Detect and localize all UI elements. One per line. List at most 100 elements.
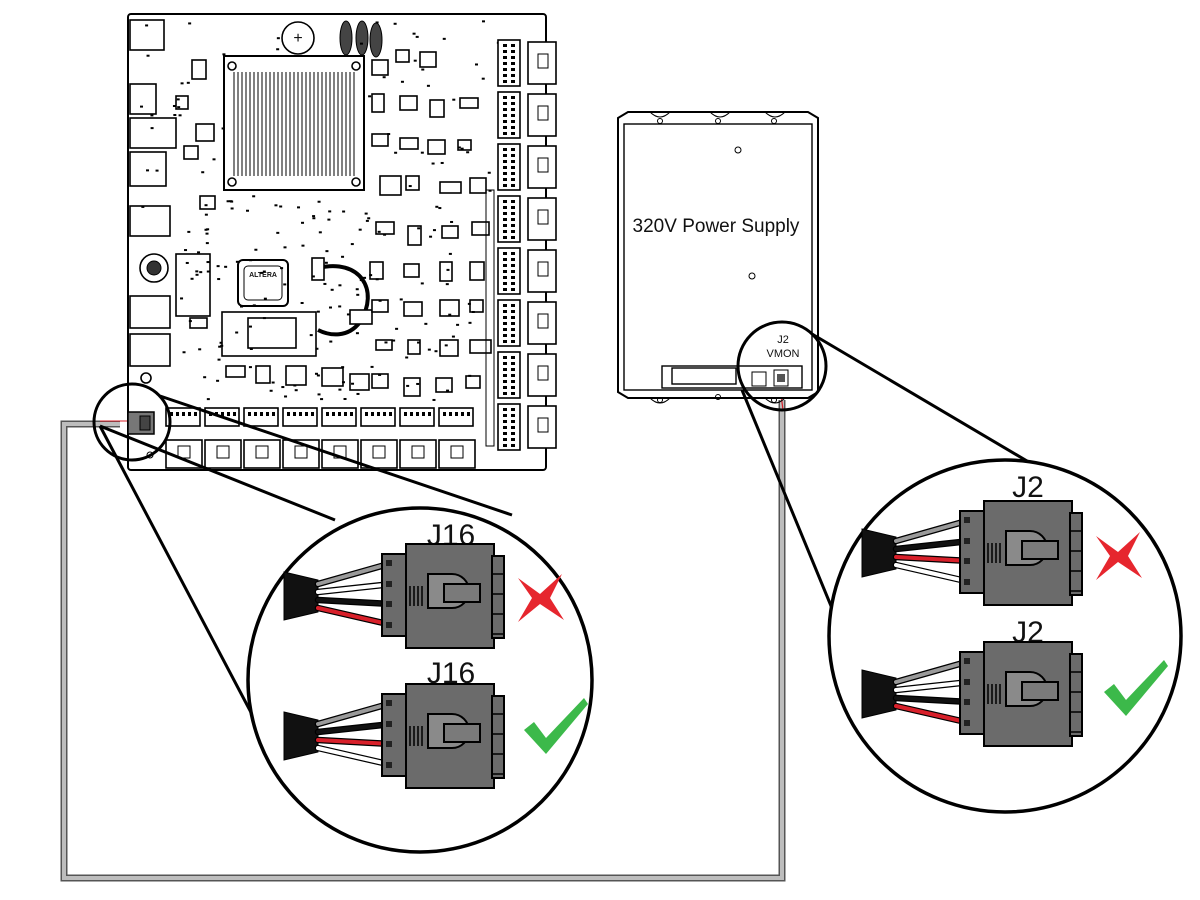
wire-gray: [894, 659, 972, 684]
board-smd-dot: [323, 282, 327, 285]
board-smd-dot: [249, 259, 253, 262]
bottom-edge-connector: [243, 439, 281, 469]
board-smd-dot: [327, 218, 331, 221]
board-smd-dot: [432, 398, 436, 401]
right-top-cross-icon: [1096, 532, 1142, 580]
board-smd-dot: [283, 246, 287, 249]
ribbon-header: [497, 403, 521, 451]
board-smd-dot: [488, 189, 492, 192]
ribbon-header: [497, 195, 521, 243]
board-smd-dot: [219, 341, 223, 344]
board-smd-dot: [451, 335, 455, 338]
board-smd-dot: [471, 310, 475, 313]
bottom-header: [399, 407, 435, 427]
cable-jacket: [283, 711, 319, 761]
board-component: [399, 95, 418, 111]
board-magnify-ring: [92, 382, 172, 462]
board-component: [469, 339, 492, 354]
board-smd-dot: [400, 80, 404, 83]
board-smd-dot: [206, 261, 210, 264]
board-smd-dot: [216, 379, 220, 382]
board-smd-dot: [474, 63, 478, 66]
ribbon-header: [497, 247, 521, 295]
board-component: [285, 365, 307, 386]
board-smd-dot: [412, 32, 416, 35]
board-smd-dot: [457, 146, 461, 149]
board-component: [469, 177, 487, 194]
board-smd-dot: [438, 207, 442, 210]
board-smd-dot: [155, 169, 159, 172]
left-top-connector: [283, 543, 505, 649]
left-top-cross-icon: [518, 574, 564, 622]
board-component: [371, 93, 385, 113]
board-smd-dot: [356, 392, 360, 395]
board-component: [441, 225, 459, 239]
board-j16-connector: [127, 411, 155, 435]
board-smd-dot: [249, 347, 253, 350]
edge-connector: [527, 405, 557, 449]
board-smd-dot: [417, 227, 421, 230]
wire-black: [316, 598, 394, 606]
board-smd-dot: [355, 288, 359, 291]
board-smd-dot: [178, 114, 182, 117]
board-smd-dot: [269, 389, 273, 392]
board-smd-dot: [346, 313, 350, 316]
board-smd-dot: [182, 351, 186, 354]
board-smd-dot: [274, 204, 278, 207]
heatsink: [223, 55, 365, 191]
board-component: [189, 317, 208, 329]
board-component: [457, 139, 472, 151]
board-component: [429, 99, 445, 118]
right-top-connector-label: J2: [1012, 471, 1044, 504]
wire-white: [894, 680, 972, 692]
board-smd-dot: [394, 151, 398, 154]
chip-label: ALTERA: [249, 272, 277, 279]
ribbon-header: [497, 39, 521, 87]
board-smd-dot: [329, 340, 333, 343]
bottom-edge-connector: [399, 439, 437, 469]
board-smd-dot: [342, 210, 346, 213]
board-smd-dot: [448, 313, 452, 316]
board-smd-dot: [341, 366, 345, 369]
edge-connector: [527, 197, 557, 241]
board-smd-dot: [408, 185, 412, 188]
board-component: [321, 367, 344, 387]
board-smd-dot: [395, 327, 399, 330]
board-smd-dot: [378, 373, 382, 376]
board-smd-dot: [173, 114, 177, 117]
board-smd-dot: [316, 310, 320, 313]
edge-connector: [527, 145, 557, 189]
board-smd-dot: [460, 147, 464, 150]
board-smd-dot: [456, 323, 460, 326]
ribbon-header: [497, 143, 521, 191]
left-callout-circle: [246, 506, 594, 854]
board-smd-dot: [145, 24, 149, 27]
board-smd-dot: [324, 261, 328, 264]
ribbon-header: [497, 299, 521, 347]
wire-black: [894, 539, 972, 551]
board-smd-dot: [429, 235, 433, 238]
left-callout: J16 J16: [283, 519, 588, 789]
board-smd-dot: [205, 232, 209, 235]
board-smd-dot: [405, 356, 409, 359]
board-smd-dot: [444, 344, 448, 347]
wire-red: [316, 606, 394, 627]
board-smd-dot: [204, 204, 208, 207]
board-smd-dot: [180, 82, 184, 85]
board-smd-dot: [240, 305, 244, 308]
board-component: [427, 139, 446, 155]
board-smd-dot: [248, 366, 252, 369]
connector-housing-rear: [381, 553, 409, 637]
board-smd-dot: [434, 350, 438, 353]
board-component: [183, 145, 199, 160]
board-component: [439, 299, 460, 317]
ribbon-header: [497, 351, 521, 399]
fpga-chip: ALTERA: [237, 259, 289, 307]
board-smd-dot: [355, 332, 359, 335]
board-component: [419, 51, 437, 68]
board-smd-dot: [309, 334, 313, 337]
board-smd-dot: [445, 283, 449, 286]
board-smd-dot: [320, 398, 324, 401]
board-smd-dot: [297, 206, 301, 209]
connector-housing-rear: [381, 693, 409, 777]
